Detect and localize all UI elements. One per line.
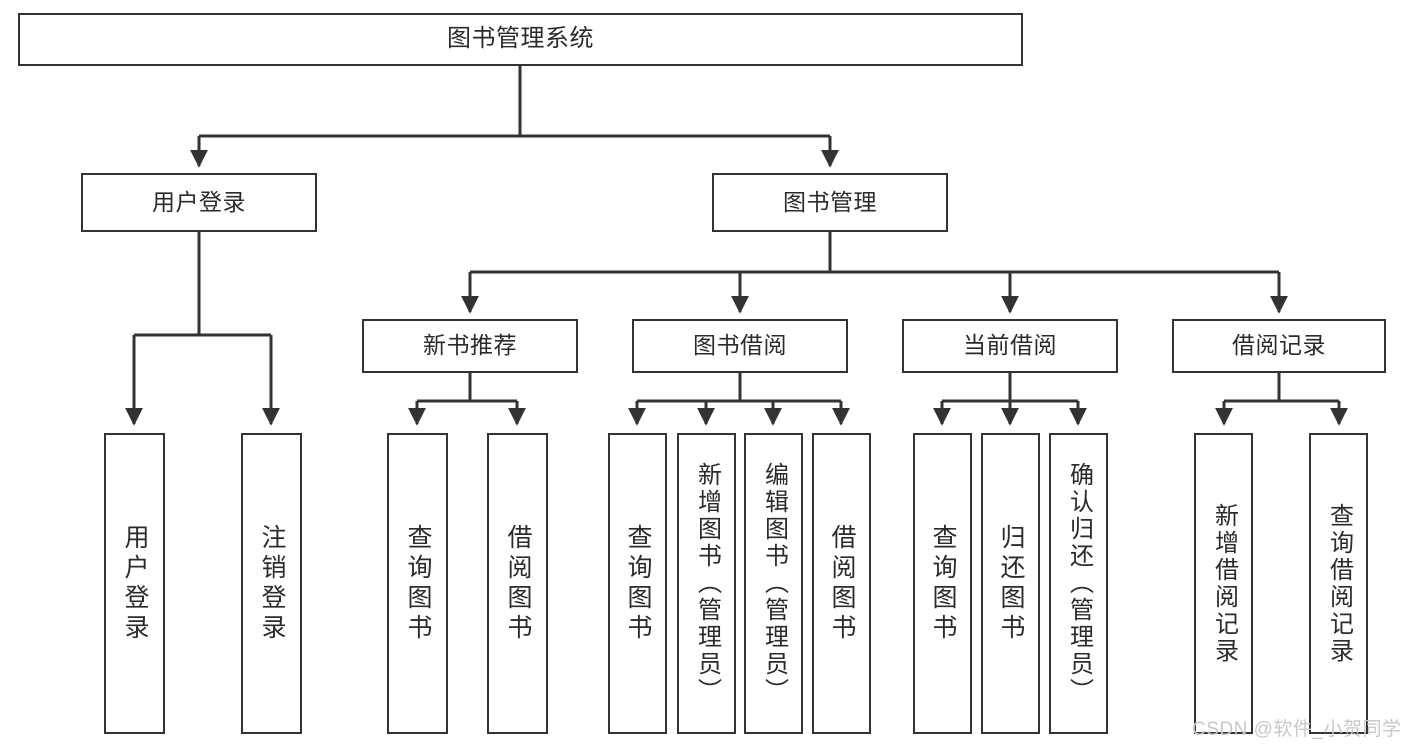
node-borrow-record-label: 借阅记录	[1232, 332, 1326, 359]
node-leaf-query-borrow-record[interactable]: 查询借阅记录	[1309, 433, 1368, 734]
node-new-book-recommend[interactable]: 新书推荐	[362, 319, 578, 373]
node-leaf-add-borrow-record-label: 新增借阅记录	[1210, 502, 1238, 665]
node-leaf-confirm-return-admin-label: 确认归还（管理员）	[1065, 462, 1093, 705]
node-leaf-borrow-book-label: 借阅图书	[828, 523, 856, 644]
node-leaf-user-login-label: 用户登录	[121, 523, 149, 644]
node-leaf-logout[interactable]: 注销登录	[241, 433, 302, 734]
node-leaf-query-book-borrow-label: 查询图书	[624, 523, 652, 644]
connectors	[125, 66, 1348, 426]
node-leaf-borrow-book-newbook[interactable]: 借阅图书	[487, 433, 548, 734]
node-leaf-query-book-current[interactable]: 查询图书	[913, 433, 972, 734]
node-leaf-query-book-borrow[interactable]: 查询图书	[608, 433, 667, 734]
node-leaf-logout-label: 注销登录	[258, 523, 286, 644]
node-current-borrow-label: 当前借阅	[963, 332, 1057, 359]
node-current-borrow[interactable]: 当前借阅	[902, 319, 1118, 373]
node-book-borrow[interactable]: 图书借阅	[632, 319, 848, 373]
node-leaf-return-book-label: 归还图书	[997, 523, 1025, 644]
node-new-book-recommend-label: 新书推荐	[423, 332, 517, 359]
node-book-management-label: 图书管理	[783, 188, 877, 215]
node-leaf-edit-book-admin-label: 编辑图书（管理员）	[760, 462, 788, 705]
node-leaf-user-login[interactable]: 用户登录	[104, 433, 165, 734]
node-user-login-label: 用户登录	[152, 188, 246, 215]
node-leaf-add-book-admin[interactable]: 新增图书（管理员）	[677, 433, 736, 734]
node-leaf-query-borrow-record-label: 查询借阅记录	[1325, 502, 1353, 665]
node-book-management[interactable]: 图书管理	[712, 173, 948, 232]
node-leaf-add-book-admin-label: 新增图书（管理员）	[693, 462, 721, 705]
node-leaf-add-borrow-record[interactable]: 新增借阅记录	[1194, 433, 1253, 734]
node-leaf-borrow-book-newbook-label: 借阅图书	[504, 523, 532, 644]
node-leaf-query-book-current-label: 查询图书	[929, 523, 957, 644]
node-root-label: 图书管理系统	[447, 25, 594, 53]
node-leaf-query-book-newbook-label: 查询图书	[404, 523, 432, 644]
node-leaf-confirm-return-admin[interactable]: 确认归还（管理员）	[1049, 433, 1108, 734]
node-leaf-return-book[interactable]: 归还图书	[981, 433, 1040, 734]
node-leaf-borrow-book[interactable]: 借阅图书	[812, 433, 871, 734]
node-borrow-record[interactable]: 借阅记录	[1172, 319, 1386, 373]
node-user-login[interactable]: 用户登录	[81, 173, 317, 232]
node-root-book-management-system[interactable]: 图书管理系统	[18, 13, 1023, 66]
node-book-borrow-label: 图书借阅	[693, 332, 787, 359]
node-leaf-query-book-newbook[interactable]: 查询图书	[387, 433, 448, 734]
node-leaf-edit-book-admin[interactable]: 编辑图书（管理员）	[744, 433, 803, 734]
